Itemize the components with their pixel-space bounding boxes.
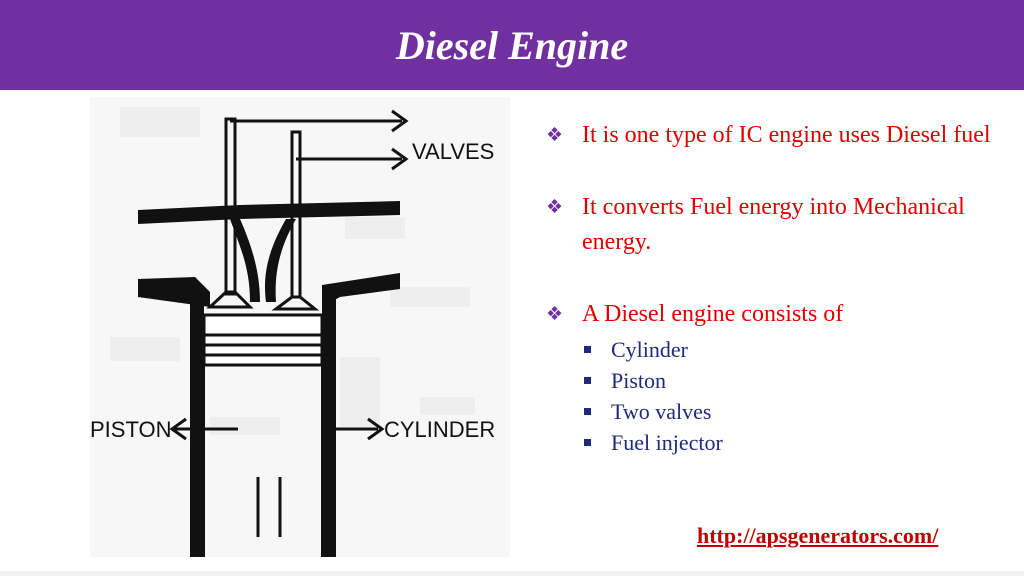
diamond-bullet-icon: ❖ — [546, 125, 564, 146]
bullet-text: It is one type of IC engine uses Diesel … — [582, 122, 991, 148]
sub-bullet-item: Two valves — [546, 396, 1006, 427]
cylinder-wall-right — [322, 297, 336, 557]
valve-stem-1 — [224, 117, 237, 296]
label-valves: VALVES — [412, 139, 494, 164]
bullet-list: ❖ It is one type of IC engine uses Diese… — [546, 118, 1006, 458]
bullet-item: ❖ A Diesel engine consists of — [546, 297, 1006, 332]
piston-body — [202, 313, 324, 367]
square-bullet-icon — [584, 408, 591, 415]
bullet-text: A Diesel engine consists of — [582, 301, 844, 327]
cylinder-wall-left — [190, 297, 204, 557]
square-bullet-icon — [584, 439, 591, 446]
sub-bullet-text: Two valves — [611, 399, 712, 424]
faint-watermark — [110, 107, 475, 435]
cylinder-head-top — [138, 201, 400, 224]
square-bullet-icon — [584, 346, 591, 353]
slide-title: Diesel Engine — [395, 22, 629, 68]
square-bullet-icon — [584, 377, 591, 384]
sub-bullet-item: Cylinder — [546, 334, 1006, 365]
sub-bullet-list: Cylinder Piston Two valves Fuel injector — [546, 334, 1006, 458]
sub-bullet-item: Piston — [546, 365, 1006, 396]
sub-bullet-text: Fuel injector — [611, 430, 723, 455]
sub-bullet-text: Cylinder — [611, 337, 688, 362]
piston-arrowhead — [169, 417, 187, 441]
label-cylinder: CYLINDER — [384, 417, 495, 442]
bullet-item: ❖ It converts Fuel energy into Mechanica… — [546, 190, 1006, 260]
diamond-bullet-icon: ❖ — [546, 304, 564, 325]
diesel-engine-diagram: VALVES PISTON CYLINDER — [90, 97, 510, 557]
bullet-text: It converts Fuel energy into Mechanical … — [582, 194, 965, 255]
sub-bullet-text: Piston — [611, 368, 667, 393]
title-bar: Diesel Engine — [0, 0, 1024, 90]
bullet-item: ❖ It is one type of IC engine uses Diese… — [546, 118, 1006, 153]
cylinder-arrowhead — [367, 417, 385, 441]
footer-link[interactable]: http://apsgenerators.com/ — [697, 523, 939, 548]
valve-arrowhead-2 — [391, 147, 409, 171]
port-wall-right — [264, 219, 296, 302]
valve-head-1 — [206, 290, 254, 309]
sub-bullet-item: Fuel injector — [546, 427, 1006, 458]
label-piston: PISTON — [90, 417, 172, 442]
footer-divider — [0, 571, 1024, 576]
diamond-bullet-icon: ❖ — [546, 197, 564, 218]
valve-head-2 — [271, 295, 320, 311]
valve-arrowhead-1 — [391, 109, 409, 133]
port-wall-left — [230, 219, 260, 302]
cylinder-head-right — [322, 273, 400, 307]
